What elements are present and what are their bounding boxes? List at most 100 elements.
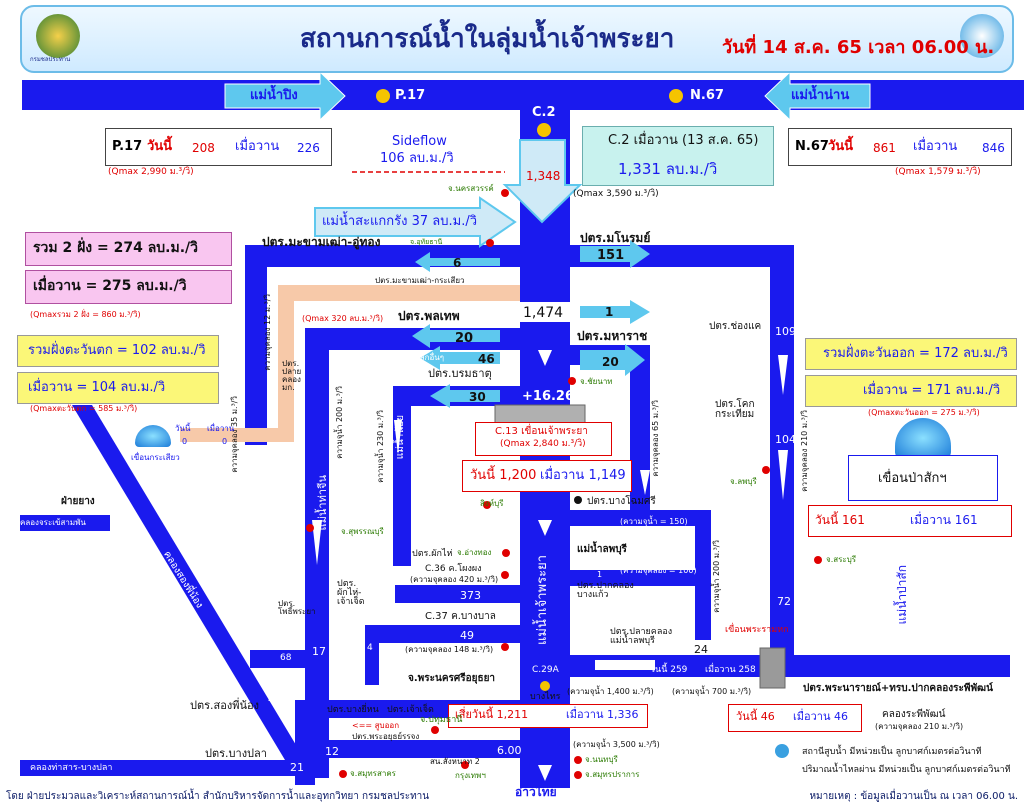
krasiao-name: เขื่อนกระเสียว xyxy=(131,453,180,462)
n67-qmax: (Qmax 1,579 ม.³/วิ) xyxy=(895,167,981,177)
cap-bang-khong: (ความจุน้ำ = 150) xyxy=(620,517,688,526)
c2-yesterday-box xyxy=(582,126,774,186)
raphiphat-box xyxy=(728,704,862,732)
reg-narai: ปตร.พระนารายณ์+ทรบ.ปากคลองระพีพัฒน์ xyxy=(803,683,993,694)
krasiao-today: 0 xyxy=(182,437,188,446)
n67-yday: 846 xyxy=(982,141,1005,155)
flow-borom: 30 xyxy=(469,390,486,404)
tha-san-canal xyxy=(20,760,300,776)
cap-lopburi2: ความจุน้ำ 200 ม.³/วิ xyxy=(712,540,721,613)
krasiao-yday: 0 xyxy=(222,437,228,446)
header-bar xyxy=(20,5,1014,73)
cap-bkk: (ความจุน้ำ 3,500 ม.³/วิ) xyxy=(573,740,660,749)
pump-station-icon xyxy=(775,744,789,758)
reg-bang-pla: ปตร.บางปลา xyxy=(205,747,267,760)
reg-phak-hai-jed: ปตร. ผักไห่- เจ้าเจ็ด xyxy=(337,579,365,607)
c29a-box xyxy=(448,704,648,728)
c2-box-value: 1,331 ลบ.ม./วิ xyxy=(618,160,718,178)
krasiao-to-dam xyxy=(180,428,294,442)
krasiao-canal xyxy=(278,285,520,301)
footer-note: หมายเหตุ : ข้อมูลเมื่อวานเป็น ณ เวลา 06.… xyxy=(809,791,1018,802)
c13-today: วันนี้ 1,200 xyxy=(470,468,537,483)
lower-canal-2 xyxy=(320,740,520,758)
maharat-drop xyxy=(630,345,650,515)
west-today: รวมฝั่งตะวันตก = 102 ลบ.ม./วิ xyxy=(28,343,206,358)
prov-nakhon-sawan: จ.นครสวรรค์ xyxy=(448,184,494,193)
prov-suphan: จ.สุพรรณบุรี xyxy=(341,527,384,536)
flow-manorom: 151 xyxy=(597,248,625,263)
flow-phong: 44 xyxy=(268,693,282,706)
p17-today-label: วันนี้ xyxy=(147,139,173,154)
prov-samut-prakan: จ.สมุทรปราการ xyxy=(585,770,640,779)
c2-flow: 1,348 xyxy=(526,169,561,183)
cap-noi: ความจุน้ำ 230 ม.³/วิ xyxy=(376,410,385,483)
phonlathep-flow-arrow xyxy=(412,324,500,348)
reg-borom: ปตร.บรมธาตุ xyxy=(428,367,492,380)
krasiao-today-label: วันนี้ xyxy=(175,424,191,433)
pasak-yday: เมื่อวาน 161 xyxy=(910,513,978,527)
flow-4: 4 xyxy=(367,643,373,653)
flow-chainat: 1,474 xyxy=(523,305,564,321)
prov-saraburi: จ.สระบุรี xyxy=(826,555,857,564)
flow-center-1: 1 xyxy=(597,570,603,579)
c13-level: +16.26 xyxy=(522,389,575,404)
both-yday: เมื่อวาน = 275 ลบ.ม./วิ xyxy=(33,278,187,294)
sakae-krang-arrow xyxy=(314,196,517,248)
tha-san-label: คลองท่าสาร-บางปลา xyxy=(30,763,113,773)
n67-gauge xyxy=(669,89,683,103)
cap-chainat-w: ความจุคลอง 35 ม.³/วิ xyxy=(230,396,239,473)
n67-code: N.67 xyxy=(690,88,724,103)
pasak-qmax: (Qmaxตะวันออก = 275 ม.³/วิ) xyxy=(868,408,980,417)
raphiphat-label: คลองระพีพัฒน์ xyxy=(882,709,946,720)
chainat-flow-box xyxy=(520,302,570,322)
p17-box-code: P.17 xyxy=(112,139,143,154)
reg-bang-khong: ปตร.บางโฉมศรี xyxy=(587,496,656,507)
ping-label: แม่น้ำปิง xyxy=(250,88,298,103)
cap-lopburi: (ความจุคลอง = 100) xyxy=(620,566,697,575)
bang-khong-canal xyxy=(570,510,710,526)
c2-qmax: (Qmax 3,590 ม.³/วิ) xyxy=(573,189,659,199)
flow-pasak: 72 xyxy=(777,595,791,608)
n67-yday-label: เมื่อวาน xyxy=(913,139,958,154)
west-yday-box xyxy=(17,372,219,404)
chorakhe-canal xyxy=(20,515,110,531)
cap-rama6: (ความจุน้ำ 700 ม.³/วิ) xyxy=(672,687,752,696)
flow-west-41: 41 xyxy=(118,518,132,531)
reg-pho-phraya: ปตร. โพธิ์พระยา xyxy=(278,599,316,616)
west-yday: เมื่อวาน = 104 ลบ.ม./วิ xyxy=(28,380,166,395)
both-today: รวม 2 ฝั่ง = 274 ลบ.ม./วิ xyxy=(33,240,199,256)
flow-phonlathep: 20 xyxy=(455,331,474,346)
reg-song-phi-nong: ปตร.สองพี่น้อง xyxy=(190,699,259,712)
reg-manorom: ปตร.มโนรมย์ xyxy=(580,231,651,245)
c37-drop xyxy=(365,625,379,685)
reg-pak-khlong-maenam: ปตร.ปลายคลอง แม่น้ำลพบุรี xyxy=(610,627,673,646)
prov-nonthaburi: จ.นนทบุรี xyxy=(585,755,618,764)
cap-raphiphat: (ความจุคลอง 210 ม.³/วิ) xyxy=(875,722,964,731)
n67-box-code: N.67 xyxy=(795,139,829,154)
province-dots xyxy=(306,189,822,779)
flow-c37: 49 xyxy=(460,629,474,642)
reg-chao-chet: ปตร.เจ้าเจ็ด xyxy=(387,705,434,715)
flow-chong-khae: 109 xyxy=(775,325,796,338)
reg-makham-krasiao: ปตร.มะขามเฒ่า-กระเสียว xyxy=(375,276,465,285)
reg-maharat: ปตร.มหาราช xyxy=(577,329,648,343)
prov-chainat: จ.ชัยนาท xyxy=(580,377,613,386)
c36-canal xyxy=(395,585,520,603)
east-yday-box xyxy=(805,375,1017,407)
c13-flow-box xyxy=(462,460,632,492)
p17-today: 208 xyxy=(192,141,215,155)
lek-canal-1: คลองเล็กอื่นๆ xyxy=(651,307,698,316)
flow-krasiao-canal: 1 xyxy=(605,305,614,319)
reg-makham-uthong: ปตร.มะขามเฒ่า-อู่ทอง xyxy=(262,235,381,249)
p17-box xyxy=(105,128,332,166)
cap-chong-khae: ความจุคลอง 210 ม.³/วิ xyxy=(800,410,809,492)
top-river-band xyxy=(22,80,1024,110)
prov-samut-sakhon: จ.สมุทรสาคร xyxy=(350,769,396,778)
reg-phasi: ปตร. ปลาย คลอง มก. xyxy=(282,359,302,392)
east-yday: เมื่อวาน = 171 ลบ.ม./วิ xyxy=(863,383,1001,398)
c29a-gauge xyxy=(540,681,550,691)
tha-chin-label: แม่น้ำท่าจีน xyxy=(316,475,329,531)
p17-gauge xyxy=(376,89,390,103)
both-yday-box xyxy=(25,270,232,304)
c13-box xyxy=(475,422,612,456)
